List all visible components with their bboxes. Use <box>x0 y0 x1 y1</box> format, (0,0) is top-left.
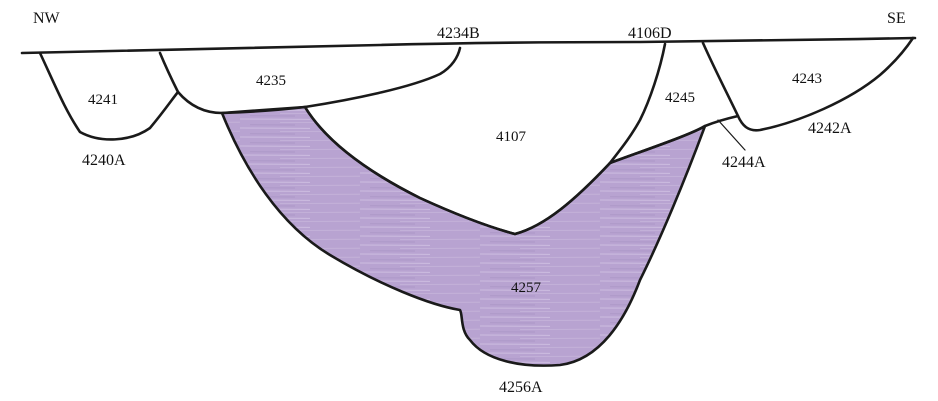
context-label-4106D: 4106D <box>628 25 672 42</box>
context-label-4107: 4107 <box>496 129 527 145</box>
context-label-4235: 4235 <box>256 73 286 89</box>
context-label-4244A: 4244A <box>722 154 766 171</box>
context-label-4257: 4257 <box>511 280 542 296</box>
fill-4235-outline <box>176 46 462 115</box>
fill-4245-left-edge <box>608 42 667 165</box>
leader-4244A <box>717 119 746 151</box>
cut-4240A-rim-line <box>158 51 180 94</box>
direction-label-se: SE <box>887 10 906 27</box>
context-label-4256A: 4256A <box>499 379 543 396</box>
context-label-4234B: 4234B <box>437 25 480 42</box>
context-label-4245: 4245 <box>665 90 695 106</box>
context-label-4243: 4243 <box>792 71 822 87</box>
cut-4240A-outline <box>38 51 180 141</box>
ground-surface-line <box>20 36 917 55</box>
fill-4245-base <box>608 114 740 165</box>
direction-label-nw: NW <box>33 10 61 27</box>
fill-4107-outline <box>303 105 612 236</box>
cut-4242A-outline <box>701 36 915 132</box>
context-label-4241: 4241 <box>88 92 118 108</box>
context-label-4240A: 4240A <box>82 152 126 169</box>
context-label-4242A: 4242A <box>808 120 852 137</box>
fill-4257 <box>220 105 707 367</box>
